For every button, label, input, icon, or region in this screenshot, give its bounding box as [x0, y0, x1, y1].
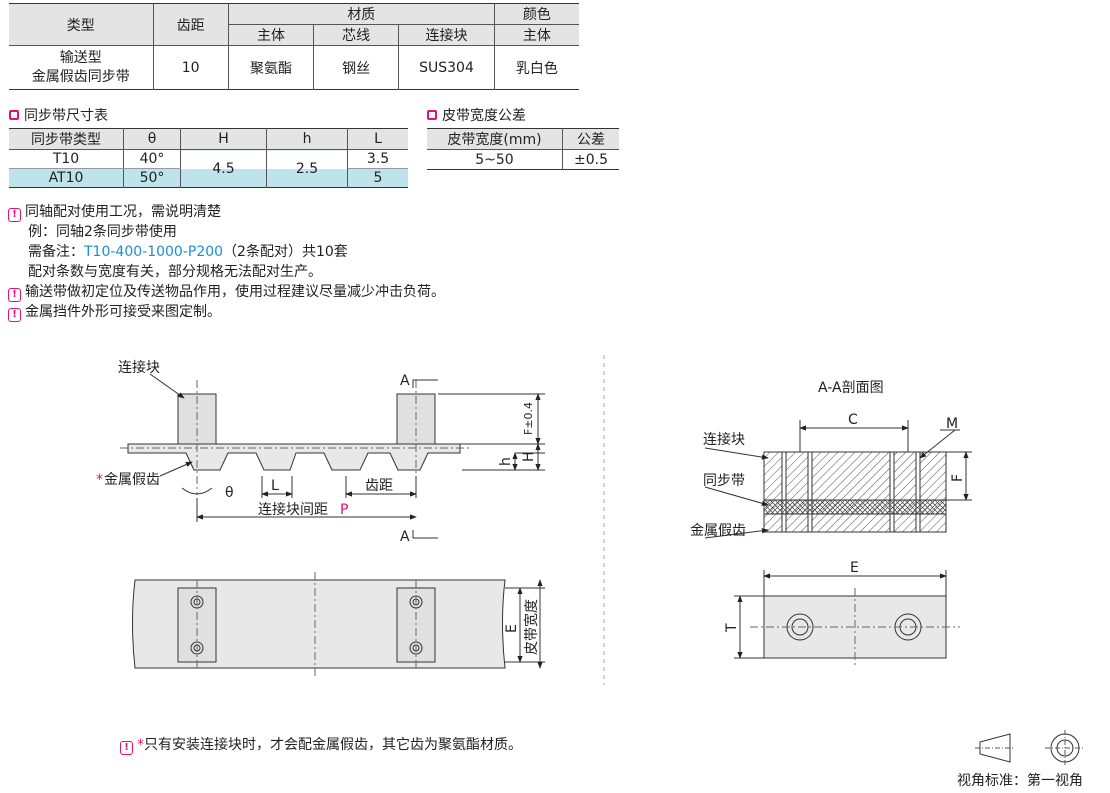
section-a-top: A — [400, 373, 410, 389]
note-2: !输送带做初定位及传送物品作用，使用过程建议尽量减少冲击负荷。 — [8, 282, 445, 302]
size-section-heading: 同步带尺寸表 — [9, 105, 108, 125]
exclamation-icon: ! — [120, 741, 133, 755]
view-standard-label: 视角标准：第一视角 — [957, 773, 1083, 789]
spacing-label: 连接块间距 — [258, 501, 328, 518]
color-cell: 乳白色 — [515, 60, 558, 77]
pitch-cell: 10 — [153, 45, 229, 90]
theta-label: θ — [225, 485, 234, 501]
pitch-label: 齿距 — [365, 478, 393, 494]
section-belt-label: 同步带 — [703, 473, 745, 489]
tol-width-cell: 5~50 — [427, 149, 563, 170]
note-1-pairing: 配对条数与宽度有关，部分规格无法配对生产。 — [28, 264, 322, 280]
section-E-label: E — [850, 560, 859, 576]
core-cell: 钢丝 — [313, 45, 400, 90]
L-label: L — [271, 478, 279, 494]
note-1-example: 例：同轴2条同步带使用 — [28, 224, 177, 240]
spacing-p-label: P — [340, 502, 348, 518]
size-col-theta: θ — [123, 128, 181, 150]
tol-col-tol: 公差 — [562, 128, 619, 150]
section-view — [704, 420, 972, 539]
size-row-theta: 40° — [123, 149, 181, 169]
T-label: T — [724, 623, 740, 633]
note-3: !金属挡件外形可接受来图定制。 — [8, 302, 445, 322]
size-col-type: 同步带类型 — [9, 128, 124, 150]
size-H-cell: 4.5 — [180, 149, 267, 188]
section-belt — [763, 499, 947, 515]
exclamation-icon: ! — [8, 208, 21, 222]
section-marker-icon — [9, 110, 19, 120]
type-cell: 输送型 金属假齿同步带 — [9, 45, 154, 90]
section-connector-label: 连接块 — [703, 431, 745, 448]
size-row-L: 3.5 — [347, 149, 408, 169]
projection-symbol-icon — [975, 730, 1085, 766]
col-core-header: 芯线 — [313, 24, 400, 46]
col-pitch-header: 齿距 — [153, 3, 229, 46]
tol-section-title: 皮带宽度公差 — [442, 108, 526, 124]
F-label: F — [950, 474, 966, 482]
tol-section-heading: 皮带宽度公差 — [427, 105, 526, 125]
order-code: T10-400-1000-P200 — [84, 244, 224, 260]
size-col-L: L — [347, 128, 408, 150]
E-label: E — [504, 624, 520, 633]
connector-cell: SUS304 — [398, 45, 495, 90]
top-view — [132, 572, 545, 676]
note-1: !同轴配对使用工况，需说明清楚 — [8, 202, 445, 222]
tol-col-width: 皮带宽度(mm) — [427, 128, 563, 150]
size-row-type: AT10 — [9, 168, 124, 188]
col-connector-header: 连接块 — [398, 24, 495, 46]
size-col-h: h — [266, 128, 348, 150]
size-row-theta: 50° — [123, 168, 181, 188]
belt-width-label: 皮带宽度 — [523, 599, 540, 655]
side-view — [120, 373, 545, 539]
connector-label: 连接块 — [118, 359, 160, 376]
H-label: H — [521, 451, 537, 462]
size-col-H: H — [180, 128, 267, 150]
body-cell: 聚氨酯 — [228, 45, 315, 90]
section-top-view — [734, 570, 960, 666]
technical-drawing: 连接块 * 金属假齿 θ L 齿距 连接块间距 P A A F±0.4 H h … — [96, 355, 972, 685]
note-1-remark: 需备注：T10-400-1000-P200（2条配对）共10套 — [28, 244, 348, 260]
size-table: 同步带类型 θ H h L T10 40° 4.5 2.5 3.5 AT10 5… — [9, 128, 408, 188]
size-h-cell: 2.5 — [266, 149, 348, 188]
belt-side-profile — [127, 443, 461, 471]
size-row-type: T10 — [9, 149, 124, 169]
M-label: M — [946, 416, 958, 432]
section-title: A-A剖面图 — [818, 380, 884, 396]
tol-value-cell: ±0.5 — [574, 151, 608, 168]
section-marker-icon — [427, 110, 437, 120]
F04-label: F±0.4 — [522, 402, 535, 435]
type-line1: 输送型 — [59, 49, 102, 66]
col-body-header: 主体 — [228, 24, 315, 46]
notes-block: !同轴配对使用工况，需说明清楚 例：同轴2条同步带使用 需备注：T10-400-… — [8, 202, 445, 322]
section-a-bottom: A — [400, 529, 410, 545]
h-label: h — [498, 457, 514, 466]
tolerance-table: 皮带宽度(mm) 公差 5~50 ±0.5 — [427, 128, 619, 170]
col-type-header: 类型 — [9, 3, 154, 46]
size-row-L: 5 — [373, 170, 383, 186]
size-section-title: 同步带尺寸表 — [24, 108, 108, 124]
col-color-header: 颜色 — [494, 3, 579, 25]
section-tooth-label: 金属假齿 — [690, 523, 746, 539]
C-label: C — [848, 412, 858, 428]
spec-table: 类型 齿距 材质 颜色 主体 芯线 连接块 主体 输送型 金属假齿同步带 10 … — [9, 3, 579, 90]
exclamation-icon: ! — [8, 288, 21, 302]
bottom-note: !*只有安装连接块时，才会配金属假齿，其它齿为聚氨酯材质。 — [120, 735, 522, 755]
type-line2: 金属假齿同步带 — [31, 68, 130, 85]
col-material-header: 材质 — [228, 3, 495, 25]
exclamation-icon: ! — [8, 308, 21, 322]
false-tooth-star: * — [96, 472, 103, 488]
false-tooth-label: 金属假齿 — [104, 472, 160, 488]
col-color-body-header: 主体 — [494, 24, 579, 46]
